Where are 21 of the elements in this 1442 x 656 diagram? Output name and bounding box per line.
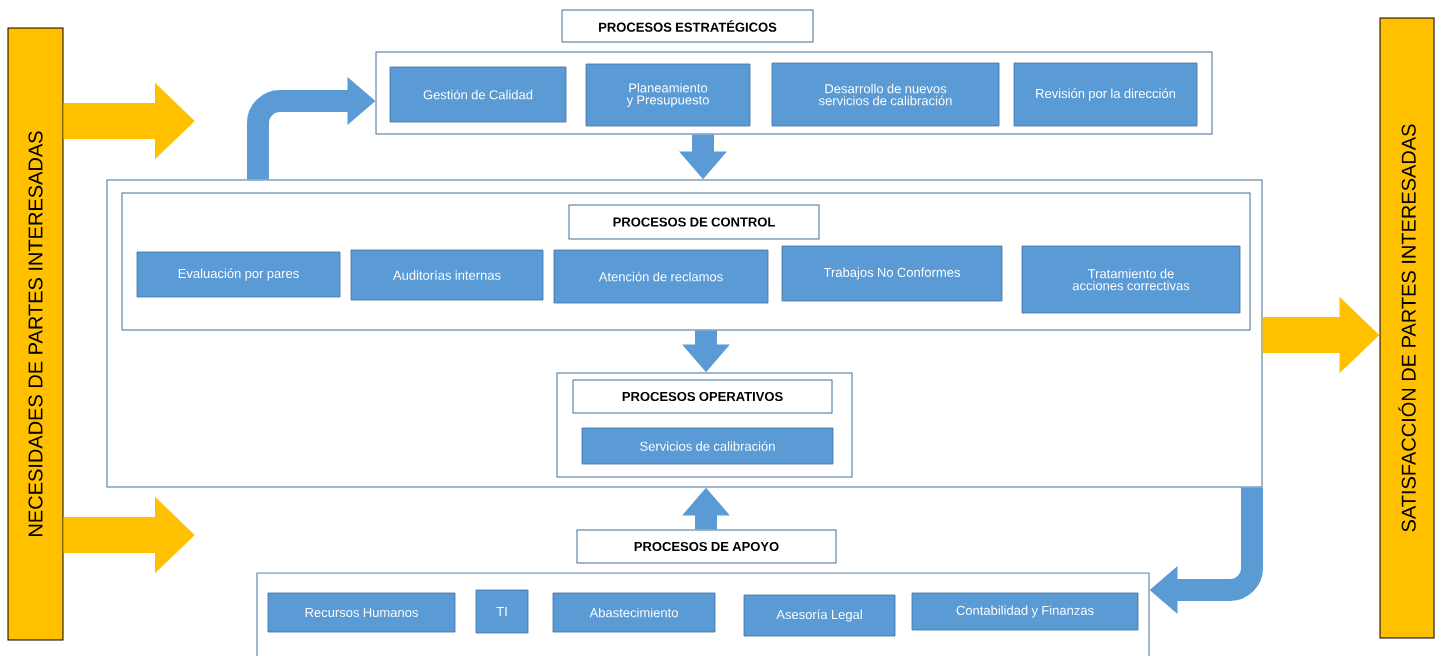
process-box: Planeamiento y Presupuesto [585, 63, 751, 127]
section-header: PROCESOS OPERATIVOS [572, 379, 833, 414]
process-box: Atención de reclamos [553, 249, 769, 304]
process-box: Tratamiento de acciones correctivas [1021, 245, 1241, 314]
section-header: PROCESOS DE CONTROL [568, 204, 820, 240]
process-box: Desarrollo de nuevos servicios de calibración [771, 62, 1000, 127]
process-box: Auditorías internas [350, 249, 544, 301]
process-box: Recursos Humanos [267, 592, 456, 633]
side-banner: NECESIDADES DE PARTES INTERESADAS [7, 27, 64, 641]
process-box: Gestión de Calidad [389, 66, 567, 123]
process-box: Asesoría Legal [743, 594, 896, 637]
section-header: PROCESOS ESTRATÉGICOS [561, 9, 814, 43]
process-box: TI [475, 589, 529, 634]
process-box: Contabilidad y Finanzas [911, 592, 1139, 631]
process-box: Evaluación por pares [136, 251, 341, 298]
process-box: Trabajos No Conformes [781, 245, 1003, 302]
section-header: PROCESOS DE APOYO [576, 529, 837, 564]
side-banner: SATISFACCIÓN DE PARTES INTERESADAS [1379, 17, 1435, 639]
process-box: Servicios de calibración [581, 427, 834, 465]
process-box: Revisión por la dirección [1013, 62, 1198, 127]
process-box: Abastecimiento [552, 592, 716, 633]
